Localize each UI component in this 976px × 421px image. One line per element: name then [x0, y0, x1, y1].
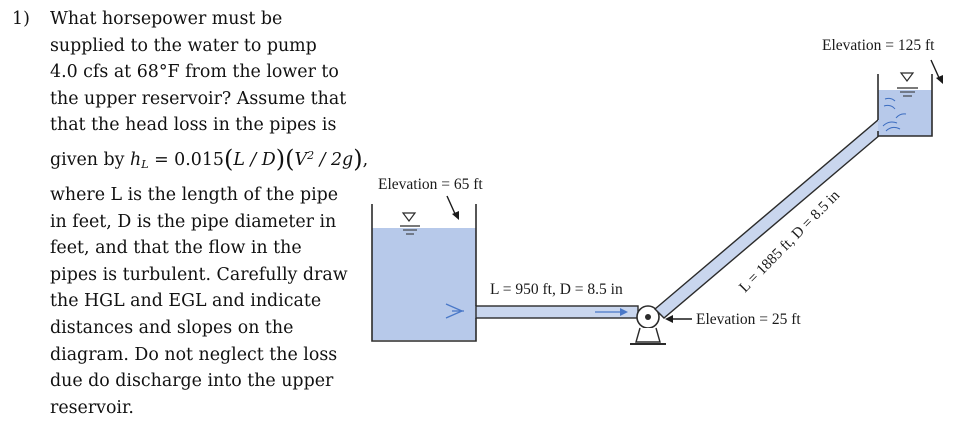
entrance-flow-arrow [445, 303, 464, 319]
formula-paren-open: ( [223, 144, 234, 173]
inclined-pipe [653, 119, 889, 319]
formula-l-over-d: L / D [233, 149, 276, 170]
lower-elevation-arrow [446, 195, 457, 217]
problem-line: the upper reservoir? Assume that [50, 88, 347, 109]
lower-elevation-label: Elevation = 65 ft [378, 176, 483, 193]
problem-line: in feet, D is the pipe diameter in [50, 211, 337, 232]
problem-line: distances and slopes on the [50, 317, 294, 338]
upper-elevation-arrow [930, 59, 941, 81]
problem-line: that the head loss in the pipes is [50, 115, 337, 136]
problem-line: due do discharge into the upper [50, 371, 334, 392]
problem-line: the HGL and EGL and indicate [50, 291, 322, 312]
head-loss-formula: hL = 0.015(L / D)(V2 / 2g) [130, 145, 363, 173]
problem-line: 4.0 cfs at 68°F from the lower to [50, 62, 339, 83]
formula-v-superscript: 2 [307, 148, 315, 162]
upper-elevation-label: Elevation = 125 ft [822, 37, 935, 54]
upper-reservoir [877, 74, 933, 137]
formula-paren-close: ) [353, 144, 363, 173]
problem-line: where L is the length of the pipe [50, 184, 339, 205]
discharge-flow-arrows [882, 97, 907, 132]
formula-paren-open: ( [285, 144, 295, 173]
formula-prefix: given by [50, 149, 125, 170]
problem-statement: 1) What horsepower must be supplied to t… [12, 6, 368, 421]
formula-h: h [130, 149, 142, 170]
horizontal-pipe-label: L = 950 ft, D = 8.5 in [490, 281, 623, 298]
problem-text: What horsepower must be supplied to the … [50, 6, 368, 421]
problem-line: diagram. Do not neglect the loss [50, 344, 338, 365]
upper-elevation-arrowhead [936, 75, 943, 84]
pump-elevation-label: Elevation = 25 ft [696, 311, 801, 328]
lower-water-surface-symbol [400, 212, 420, 235]
lower-reservoir [371, 204, 477, 342]
formula-equals: = 0.015 [148, 149, 224, 170]
problem-line: pipes is turbulent. Carefully draw [50, 264, 348, 285]
pipe-flow-arrowhead [620, 308, 628, 316]
formula-over-2g: / 2g [314, 149, 354, 170]
formula-v: V [294, 149, 308, 170]
lower-elevation-arrowhead [452, 211, 459, 220]
problem-line: What horsepower must be [50, 9, 283, 29]
formula-h-subscript: L [141, 157, 149, 171]
lower-reservoir-water [372, 228, 476, 340]
horizontal-pipe [475, 305, 639, 319]
formula-paren-close: ) [275, 144, 286, 173]
problem-line: supplied to the water to pump [50, 35, 317, 56]
upper-water-surface-symbol [897, 72, 918, 97]
pump-elevation-arrowhead [665, 315, 673, 323]
problem-number: 1) [12, 9, 30, 29]
head-loss-formula-line: given by hL = 0.015(L / D)(V2 / 2g), [50, 139, 368, 182]
problem-line: feet, and that the flow in the [50, 238, 302, 259]
problem-line: reservoir. [50, 397, 134, 418]
upper-reservoir-water [878, 90, 932, 136]
lower-reservoir-walls [371, 204, 477, 342]
formula-suffix: , [362, 149, 369, 170]
pump [630, 305, 666, 345]
